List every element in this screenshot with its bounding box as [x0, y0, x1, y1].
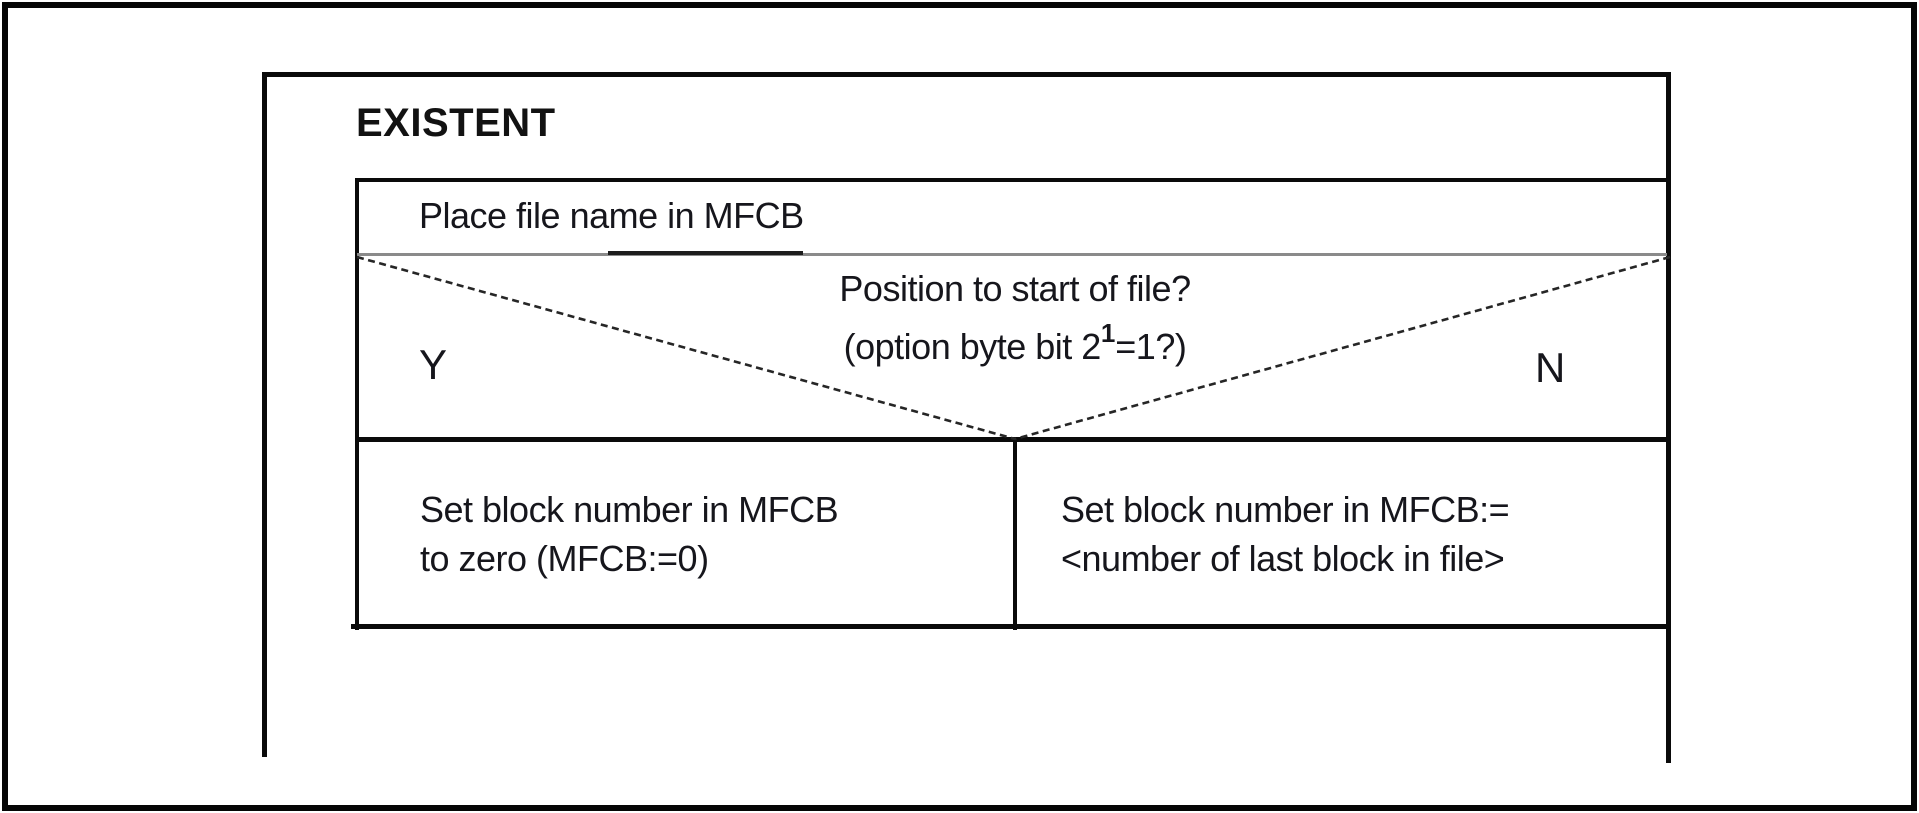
container-left-border: [262, 72, 267, 757]
container-top-border: [262, 72, 1671, 77]
diagram-title: EXISTENT: [356, 101, 556, 145]
container-right-border: [1666, 72, 1671, 763]
table-bottom-border: [351, 624, 1671, 629]
scan-artifact-dark-segment: [608, 251, 803, 255]
process-step-text: Place file name in MFCB: [419, 195, 804, 236]
no-label: N: [1535, 344, 1565, 391]
yes-branch-line1: Set block number in MFCB: [420, 489, 839, 530]
process-row-bottom-border: [357, 253, 1667, 256]
decision-triangle-diagonals: [356, 255, 1671, 441]
decision-question-line2: (option byte bit 21=1?): [843, 318, 1187, 367]
yes-branch-line2: to zero (MFCB:=0): [420, 538, 709, 579]
decision-question-line1: Position to start of file?: [839, 268, 1191, 309]
no-branch-line1: Set block number in MFCB:=: [1061, 489, 1510, 530]
process-row-top-border: [355, 178, 1671, 182]
decision-question: Position to start of file? (option byte …: [565, 265, 1465, 371]
yes-label: Y: [419, 341, 447, 388]
yes-branch-cell: Set block number in MFCB to zero (MFCB:=…: [420, 485, 839, 583]
bit-exponent: 1: [1100, 318, 1116, 348]
branch-divider: [1013, 437, 1017, 630]
no-branch-line2: <number of last block in file>: [1061, 538, 1505, 579]
no-branch-cell: Set block number in MFCB:= <number of la…: [1061, 485, 1510, 583]
table-left-border: [355, 178, 359, 630]
